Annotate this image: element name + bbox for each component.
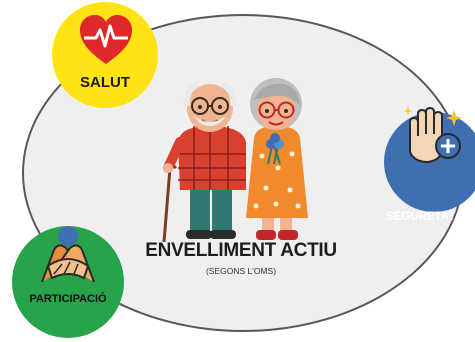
salut-bubble: SALUT: [52, 2, 158, 108]
diagram-subtitle: (SEGONS L'OMS): [205, 266, 277, 276]
protective-hands-icon: [404, 106, 462, 164]
joined-hands-icon: [41, 226, 95, 283]
participacio-bubble: PARTICIPACIÓ: [12, 226, 124, 338]
heart-pulse-icon: [80, 15, 132, 64]
diagram-title: ENVELLIMENT ACTIU: [145, 240, 337, 261]
salut-label: SALUT: [80, 74, 130, 91]
elderly-couple-illustration: [162, 78, 308, 243]
segureta-label: SEGURETAT: [386, 211, 456, 223]
participacio-label: PARTICIPACIÓ: [29, 293, 107, 305]
segureta-bubble: [384, 106, 475, 212]
segureta-label-wrap: SEGURETAT: [384, 211, 475, 227]
